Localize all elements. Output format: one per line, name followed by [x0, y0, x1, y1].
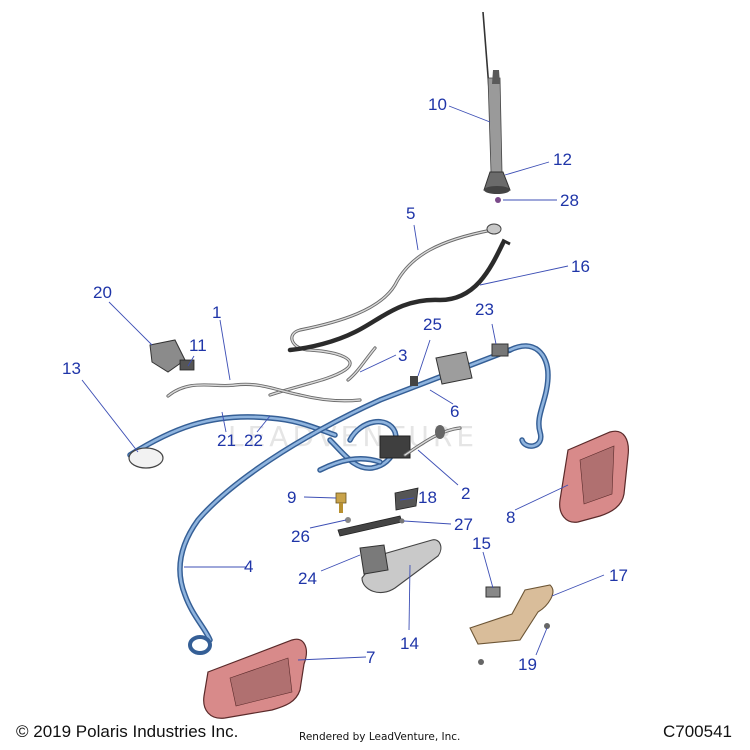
ground-cable	[287, 238, 511, 353]
antenna-nut	[495, 197, 501, 203]
callout-21: 21	[217, 431, 236, 450]
callout-6: 6	[450, 402, 459, 421]
screw-19	[544, 623, 550, 629]
antenna-base	[483, 171, 511, 194]
leader-lines	[81, 105, 605, 661]
mount-bracket	[149, 339, 195, 373]
screw-27	[399, 518, 405, 524]
screw-26	[345, 517, 351, 523]
callout-15: 15	[472, 534, 491, 553]
antenna-mast	[482, 11, 503, 179]
module-housing	[379, 351, 473, 459]
callout-7: 7	[366, 648, 375, 667]
main-harness	[127, 343, 551, 655]
copyright-text: © 2019 Polaris Industries Inc.	[16, 722, 239, 741]
grommet-lead	[403, 425, 462, 457]
callout-2: 2	[461, 484, 470, 503]
screw-lower	[478, 659, 484, 665]
support-bracket	[337, 487, 419, 537]
callout-13: 13	[62, 359, 81, 378]
mounting-plate	[469, 584, 554, 645]
callout-8: 8	[506, 508, 515, 527]
wire-lead	[166, 382, 362, 403]
callout-14: 14	[400, 634, 419, 653]
antenna-cable	[268, 223, 502, 397]
jumper-lead	[346, 346, 377, 382]
callout-10: 10	[428, 95, 447, 114]
callout-18: 18	[418, 488, 437, 507]
callout-12: 12	[553, 150, 572, 169]
callout-9: 9	[287, 488, 296, 507]
callout-1: 1	[212, 303, 221, 322]
callout-labels: 10 12 28 5 16 1 20 11 13 25 23 3 6 21 22…	[62, 95, 628, 674]
handle-housing	[359, 539, 442, 593]
diagram-code: C700541	[662, 722, 732, 741]
callout-25: 25	[423, 315, 442, 334]
callout-20: 20	[93, 283, 112, 302]
callout-23: 23	[475, 300, 494, 319]
callout-28: 28	[560, 191, 579, 210]
callout-16: 16	[571, 257, 590, 276]
bolt-9	[335, 492, 347, 513]
connector-15	[485, 586, 501, 598]
speaker-left	[203, 638, 307, 719]
callout-11: 11	[189, 336, 207, 355]
connector-23	[491, 343, 509, 357]
clip-25	[410, 376, 418, 386]
callout-4: 4	[244, 557, 253, 576]
round-sensor	[128, 447, 164, 469]
callout-22: 22	[244, 431, 263, 450]
callout-26: 26	[291, 527, 310, 546]
callout-3: 3	[398, 346, 407, 365]
callout-24: 24	[298, 569, 317, 588]
rendered-by-text: Rendered by LeadVenture, Inc.	[299, 731, 461, 743]
callout-17: 17	[609, 566, 628, 585]
speaker-right	[559, 430, 629, 523]
callout-19: 19	[518, 655, 537, 674]
callout-27: 27	[454, 515, 473, 534]
callout-5: 5	[406, 204, 415, 223]
